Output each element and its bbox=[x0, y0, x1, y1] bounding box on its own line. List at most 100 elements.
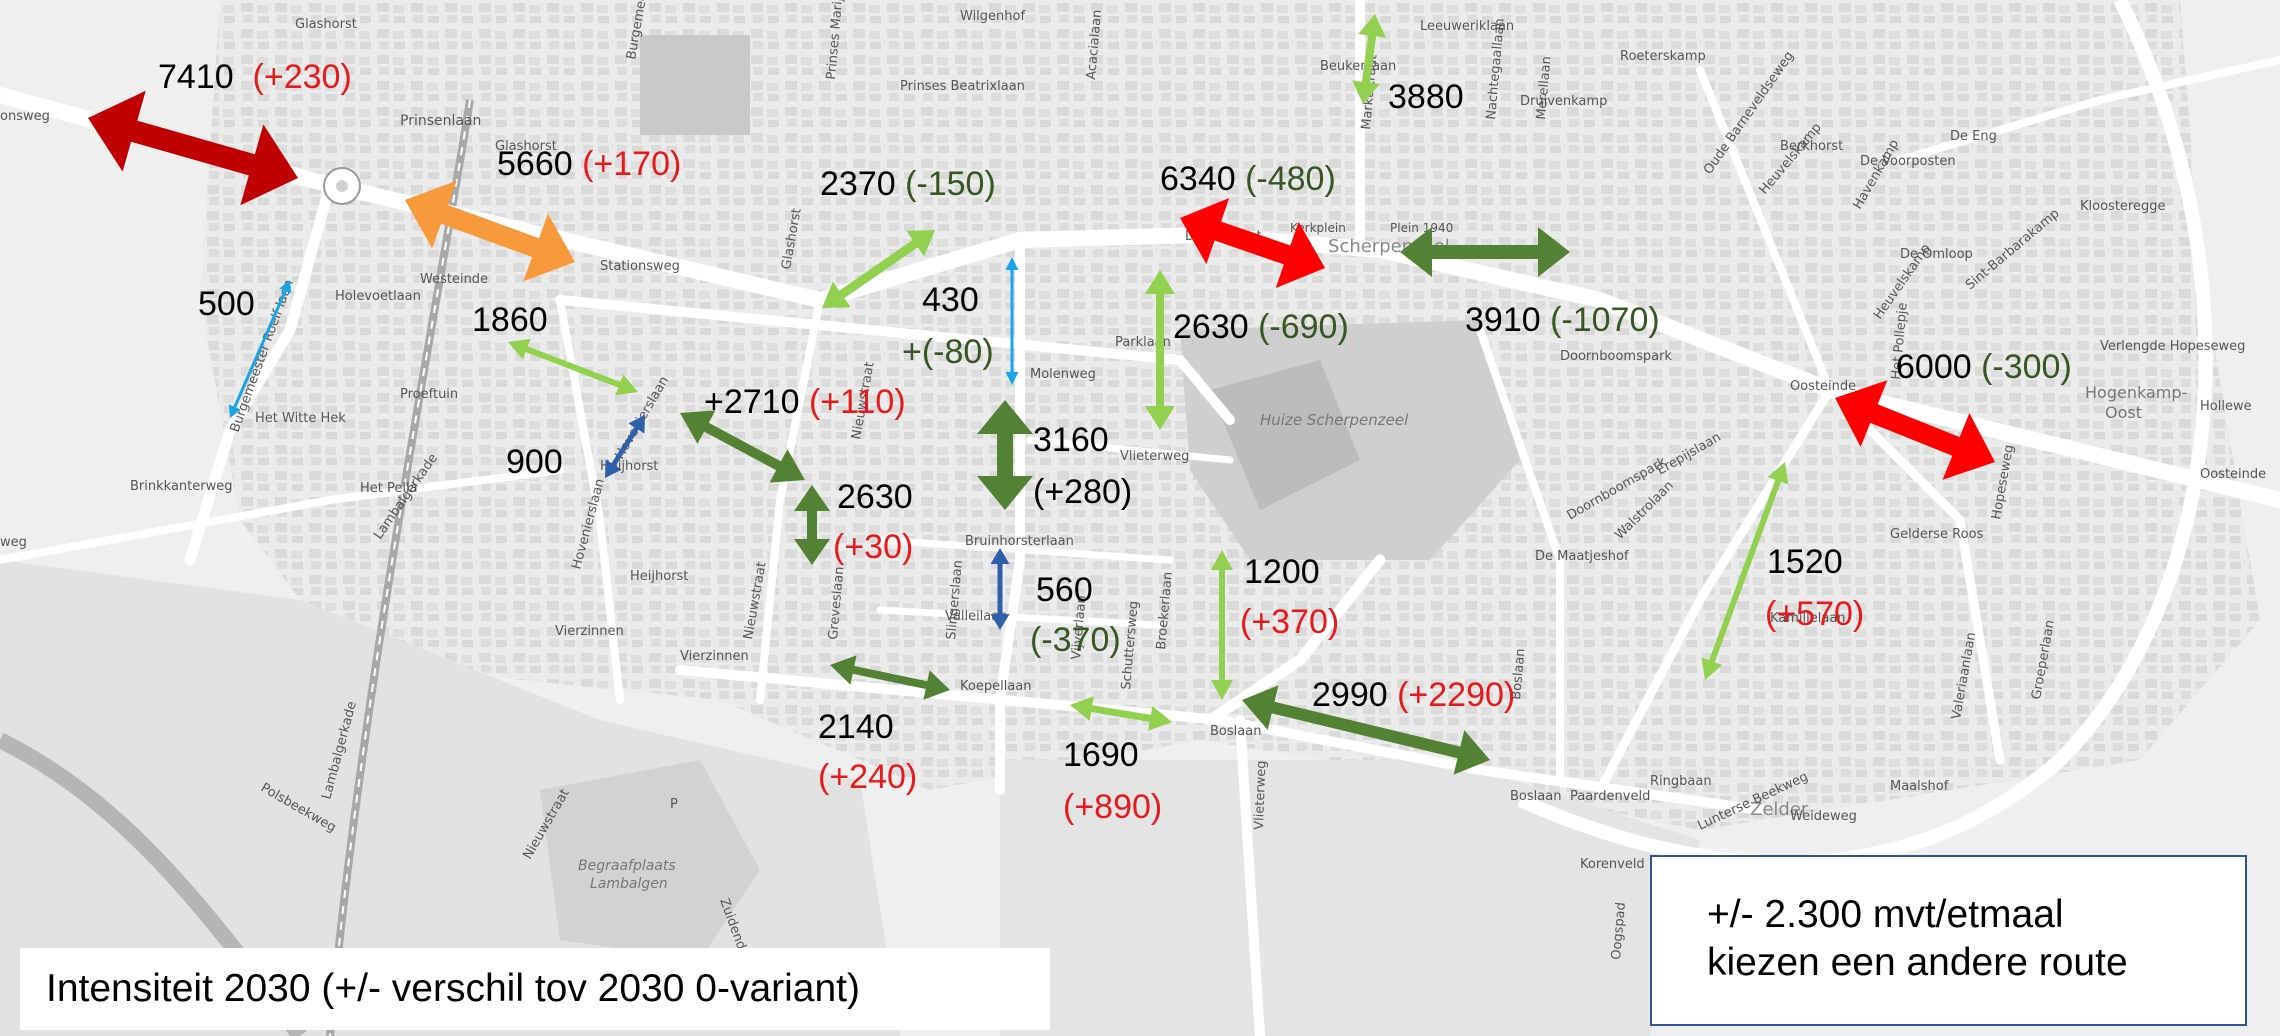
svg-text:Slingerslaan: Slingerslaan bbox=[944, 559, 966, 640]
flow-change: (+2290) bbox=[1397, 676, 1516, 714]
flow-arrow bbox=[1701, 462, 1789, 680]
flow-change: (+240) bbox=[818, 758, 918, 796]
svg-text:Wilgenhof: Wilgenhof bbox=[960, 9, 1025, 24]
flow-change: (+280) bbox=[1033, 473, 1133, 511]
flow-label-glashorst-value: 430 bbox=[922, 283, 979, 317]
svg-text:Vlieterweg: Vlieterweg bbox=[1252, 760, 1269, 830]
svg-text:Oogspad: Oogspad bbox=[1609, 902, 1629, 961]
flow-label-vijverlaan-south-change: (-370) bbox=[1030, 623, 1121, 657]
flow-value: 430 bbox=[922, 281, 979, 319]
flow-change: (-370) bbox=[1030, 621, 1121, 659]
flow-value: 3880 bbox=[1388, 78, 1464, 116]
flow-value: 3910 bbox=[1465, 301, 1541, 339]
flow-value: 2370 bbox=[820, 165, 896, 203]
flow-change: (-1070) bbox=[1550, 301, 1660, 339]
svg-text:Vierzinnen: Vierzinnen bbox=[680, 649, 749, 664]
flow-value: 1200 bbox=[1244, 553, 1320, 591]
flow-value: 2630 bbox=[837, 478, 913, 516]
svg-text:Berkhorst: Berkhorst bbox=[1780, 139, 1843, 154]
svg-text:Lambalgen: Lambalgen bbox=[590, 876, 668, 892]
svg-text:Het Witte Hek: Het Witte Hek bbox=[255, 411, 346, 426]
flow-arrow bbox=[990, 548, 1010, 630]
flow-arrow bbox=[794, 485, 830, 565]
flow-label-koepellaan-east-change: (+890) bbox=[1063, 790, 1162, 824]
svg-text:Glashorst: Glashorst bbox=[495, 139, 557, 154]
flow-label-boslaan: 2990 (+2290) bbox=[1312, 678, 1515, 712]
flow-change: +(-80) bbox=[902, 333, 994, 371]
flow-label-molenweg: +2710 (+110) bbox=[704, 385, 906, 419]
flow-change: (+110) bbox=[808, 383, 906, 421]
svg-text:Oosteinde: Oosteinde bbox=[2200, 467, 2266, 482]
flow-label-stationsweg-west: 5660 (+170) bbox=[497, 147, 681, 181]
flow-value: 2990 bbox=[1312, 676, 1388, 714]
flow-value: 7410 bbox=[158, 58, 234, 96]
flow-arrow bbox=[1242, 685, 1490, 775]
flow-arrow bbox=[1352, 14, 1386, 104]
svg-text:De Omloop: De Omloop bbox=[1900, 247, 1973, 262]
svg-text:Koepellaan: Koepellaan bbox=[960, 679, 1031, 694]
flow-value: 1520 bbox=[1767, 543, 1843, 581]
svg-text:Bruinhorsterlaan: Bruinhorsterlaan bbox=[965, 534, 1074, 549]
flow-label-marktstraat: 3880 bbox=[1388, 80, 1464, 114]
flow-change: (+30) bbox=[833, 528, 914, 566]
svg-text:Het Pollepje: Het Pollepje bbox=[1889, 302, 1911, 380]
flow-change: (+890) bbox=[1063, 788, 1163, 826]
svg-text:Roeterskamp: Roeterskamp bbox=[1620, 49, 1706, 64]
map-legend: Intensiteit 2030 (+/- verschil tov 2030 … bbox=[20, 948, 1050, 1030]
svg-text:Korenveld: Korenveld bbox=[1580, 857, 1645, 872]
svg-text:Vierzinnen: Vierzinnen bbox=[555, 624, 624, 639]
svg-text:Weideweg: Weideweg bbox=[1790, 809, 1857, 824]
svg-text:Hollewe: Hollewe bbox=[2200, 399, 2252, 414]
flow-arrow bbox=[1005, 257, 1019, 385]
flow-arrow bbox=[680, 410, 805, 483]
svg-text:Brinkkanterweg: Brinkkanterweg bbox=[130, 479, 232, 494]
svg-text:Hogenkamp-: Hogenkamp- bbox=[2085, 383, 2187, 402]
flow-arrow bbox=[830, 655, 950, 700]
svg-text:Glashorst: Glashorst bbox=[295, 17, 357, 32]
svg-text:Beukenlaan: Beukenlaan bbox=[1320, 59, 1396, 74]
flow-value: 500 bbox=[198, 285, 255, 323]
flow-label-glashorst-change: +(-80) bbox=[902, 335, 994, 369]
svg-text:De Maatjeshof: De Maatjeshof bbox=[1535, 549, 1629, 564]
svg-text:Verlengde Hopeseweg: Verlengde Hopeseweg bbox=[2100, 339, 2245, 354]
flow-arrow bbox=[508, 338, 638, 396]
svg-text:Molenweg: Molenweg bbox=[1030, 367, 1096, 382]
svg-text:Vijverlaan: Vijverlaan bbox=[1069, 595, 1090, 661]
svg-text:Westeinde: Westeinde bbox=[420, 272, 488, 287]
svg-text:Plein 1940: Plein 1940 bbox=[1390, 221, 1453, 235]
flow-arrow bbox=[405, 180, 575, 282]
route-note-box: +/- 2.300 mvt/etmaal kiezen een andere r… bbox=[1650, 855, 2247, 1026]
flow-label-vijverlaan-south-value: 560 bbox=[1036, 573, 1093, 607]
flow-label-burgemeester-roelflaan: 500 bbox=[198, 287, 255, 321]
flow-label-oosteinde-west: 3910 (-1070) bbox=[1465, 303, 1660, 337]
flow-label-vijverlaan-north-change: (+280) bbox=[1033, 475, 1132, 509]
flow-change: (+230) bbox=[252, 58, 352, 96]
flow-label-westeinde: 7410 (+230) bbox=[158, 60, 352, 94]
flow-value: 1860 bbox=[472, 301, 548, 339]
route-note-line-2: kiezen een andere route bbox=[1707, 941, 2128, 984]
flow-arrow bbox=[605, 415, 645, 478]
svg-text:Kamillelaan: Kamillelaan bbox=[1770, 611, 1846, 626]
svg-text:Boslaan: Boslaan bbox=[1510, 789, 1561, 804]
flow-label-hopeseweg-change: (+570) bbox=[1765, 597, 1864, 631]
flow-value: 5660 bbox=[497, 145, 573, 183]
route-note-line-1: +/- 2.300 mvt/etmaal bbox=[1707, 893, 2064, 936]
svg-text:De Eng: De Eng bbox=[1950, 129, 1997, 144]
flow-value: +2710 bbox=[704, 383, 800, 421]
flow-label-koepellaan-change: (+240) bbox=[818, 760, 917, 794]
svg-text:Ringbaan: Ringbaan bbox=[1650, 774, 1712, 789]
flow-arrow bbox=[977, 400, 1033, 510]
flow-change: (-690) bbox=[1258, 308, 1349, 346]
flow-change: (+570) bbox=[1765, 595, 1865, 633]
flow-label-vlieterweg-change: (+370) bbox=[1240, 605, 1339, 639]
svg-text:onsweg: onsweg bbox=[0, 109, 50, 124]
flow-label-dorpsstraat: 6340 (-480) bbox=[1160, 162, 1336, 196]
flow-change: (+170) bbox=[582, 145, 682, 183]
flow-value: 3160 bbox=[1033, 421, 1109, 459]
svg-text:Kloosteregge: Kloosteregge bbox=[2080, 199, 2165, 214]
flow-arrow bbox=[1211, 550, 1233, 700]
svg-text:Broekerlaan: Broekerlaan bbox=[1154, 571, 1176, 650]
svg-text:Proeftuin: Proeftuin bbox=[400, 387, 458, 402]
